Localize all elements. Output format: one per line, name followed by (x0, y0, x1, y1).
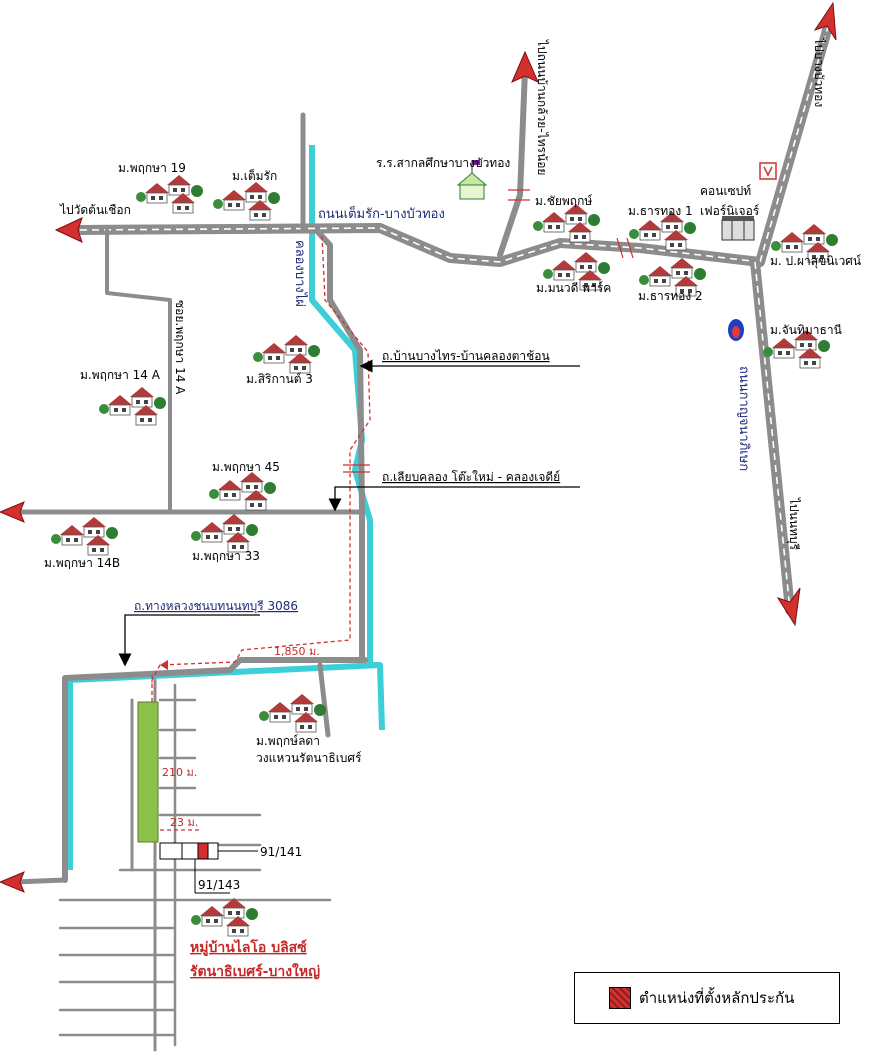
village-pruksa14a (99, 387, 166, 425)
label-to-wat-ton-chuek: ไปวัดต้นเชือก (59, 203, 131, 217)
village-pruksa14b (51, 517, 118, 555)
label-tharathong2: ม.ธารทอง 2 (638, 289, 703, 303)
label-pruksa14b: ม.พฤกษา 14B (44, 556, 120, 570)
label-por-pha: ม. ป.ผาสุขนิเวศน์ (770, 254, 861, 269)
label-dist-210: 210 ม. (162, 766, 197, 779)
label-pruklada1: ม.พฤกษ์ลดา (256, 734, 320, 748)
village-pruksa33 (191, 514, 258, 552)
label-concept2: เฟอร์นิเจอร์ (700, 204, 760, 218)
label-concept1: คอนเซปท์ (700, 184, 751, 198)
label-pruksa14a: ม.พฤกษา 14 A (80, 368, 161, 382)
label-project2: รัตนาธิเบศร์-บางใหญ่ (190, 962, 320, 980)
legend-text: ตำแหน่งที่ตั้งหลักประกัน (639, 989, 795, 1007)
label-pruksa45: ม.พฤกษา 45 (212, 460, 280, 474)
label-road-temrak: ถนนเต็มรัก-บางบัวทอง (318, 204, 445, 222)
legend-swatch (609, 987, 631, 1009)
label-chantima: ม.จันทิมาธานี (770, 323, 842, 337)
store-icon (721, 162, 777, 241)
label-road-kanchana: ถนนกาญจนาภิเษก (736, 366, 751, 471)
collateral-plots (159, 842, 258, 894)
legend: ตำแหน่งที่ตั้งหลักประกัน (574, 972, 840, 1024)
label-dist-23: 23 ม. (170, 816, 198, 829)
arrow-up-bang-bua-thong (813, 1, 837, 41)
label-sirikarn3: ม.สิริกานต์ 3 (246, 372, 313, 386)
village-sirikarn3 (253, 335, 320, 373)
label-plot-91-143: 91/143 (198, 878, 240, 892)
arrow-left-bottom (0, 871, 25, 893)
label-chaipruek: ม.ชัยพฤกษ์ (535, 194, 593, 208)
label-canal-bangphai: คลองบางไผ่ (292, 240, 308, 307)
village-tem-rak (213, 182, 280, 220)
arrow-left-middle (0, 501, 25, 523)
label-pruksa19: ม.พฤกษา 19 (118, 161, 186, 175)
arrow-up-ban-kluay (511, 50, 539, 84)
village-lio-bliss (191, 898, 258, 936)
village-pruksa45 (209, 472, 276, 510)
label-tem-rak: ม.เต็มรัก (232, 168, 277, 183)
label-pruklada2: วงแหวนรัตนาธิเบศร์ (256, 751, 362, 765)
label-school: ร.ร.สากลศึกษาบางบัวทอง (376, 156, 510, 170)
label-tharathong1: ม.ธารทอง 1 (628, 204, 693, 218)
arrow-down-nonthaburi (776, 587, 801, 627)
label-plot-91-141: 91/141 (260, 845, 302, 859)
label-to-nonthaburi: ไปนนทบุรี (786, 497, 801, 551)
label-to-bang-bua-thong: ไปบางบัวทอง (812, 37, 826, 107)
label-highway-3086: ถ.ทางหลวงชนบทนนทบุรี 3086 (134, 599, 298, 614)
label-to-bankluay: ไปถนนบ้านกล้วย-ไทรน้อย (535, 39, 549, 175)
label-soi-pruksa14a: ซอย.พฤกษา 14 A (173, 300, 187, 395)
label-manawadee: ม.มนวดี พาร์ค (536, 281, 611, 295)
gas-station-icon (728, 319, 744, 341)
village-chaipruek (533, 204, 600, 242)
leader-lines (118, 359, 580, 667)
label-road-bangphai: ถ.บ้านบางไทร-บ้านคลองตาช้อน (382, 349, 550, 363)
collateral-marker (197, 842, 209, 860)
label-project1: หมู่บ้านไลโอ บลิสซ์ (190, 938, 307, 956)
label-dist-1850: 1,850 ม. (274, 645, 320, 658)
village-pruklada (259, 694, 326, 732)
arrow-left-top (54, 217, 83, 243)
school-icon (456, 160, 488, 200)
map-labels: ไปวัดต้นเชือก ม.พฤกษา 19 ม.เต็มรัก ถนนเต… (44, 37, 861, 980)
bridge-markers (343, 189, 634, 473)
project-area (137, 701, 159, 843)
road-network (12, 15, 835, 1052)
village-pruksa19 (136, 175, 203, 213)
label-pruksa33: ม.พฤกษา 33 (192, 549, 260, 563)
label-road-canal: ถ.เลียบคลอง โต๊ะใหม่ - คลองเจดีย์ (382, 470, 560, 484)
direction-arrows (0, 1, 837, 893)
